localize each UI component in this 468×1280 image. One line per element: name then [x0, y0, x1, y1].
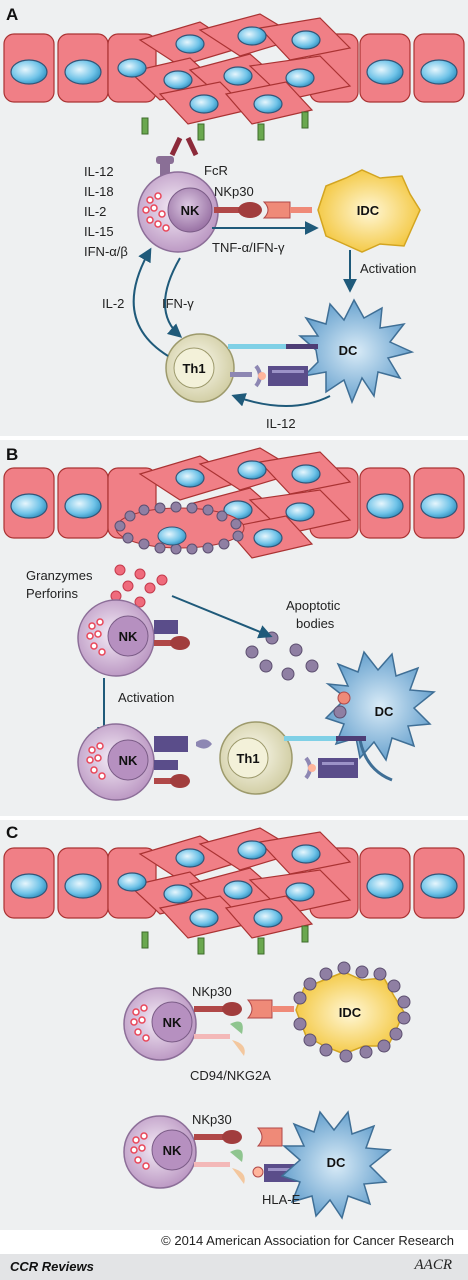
svg-text:IFN-α/β: IFN-α/β: [84, 244, 128, 259]
panel-letter: A: [6, 5, 18, 24]
hlae-label: HLA-E: [262, 1192, 301, 1207]
th1-label: Th1: [236, 751, 259, 766]
nkp30-label-top: NKp30: [192, 984, 232, 999]
nk-label-bottom: NK: [119, 753, 138, 768]
epithelium: [3, 33, 465, 103]
fcr-receptor: [156, 136, 199, 180]
dc-label: DC: [375, 704, 394, 719]
arrow-nk-to-th1: [164, 257, 183, 338]
svg-text:IL-15: IL-15: [84, 224, 114, 239]
cytokine-list: IL-12 IL-18 IL-2 IL-15 IFN-α/β: [84, 164, 128, 259]
dc-label: DC: [327, 1155, 346, 1170]
idc-cell: [293, 961, 411, 1063]
granzymes-label: Granzymes: [26, 568, 93, 583]
apoptotic-label-1: Apoptotic: [286, 598, 341, 613]
copyright-text: © 2014 American Association for Cancer R…: [161, 1233, 454, 1248]
perforins-label: Perforins: [26, 586, 79, 601]
epithelium: [3, 467, 465, 539]
dc-cell: [298, 298, 415, 405]
tnf-label: TNF-α/IFN-γ: [212, 240, 285, 255]
arrow-to-apoptotic: [171, 595, 273, 639]
nk-label-bottom: NK: [163, 1143, 182, 1158]
il12-label: IL-12: [266, 416, 296, 431]
th1-dc-synapse: [284, 736, 366, 780]
panel-b-diagram: B: [3, 445, 465, 801]
dying-tumor-cell: [114, 501, 245, 555]
activation-label: Activation: [118, 690, 174, 705]
nk-cell: [137, 171, 219, 253]
nkp30-ligand-top: [246, 999, 294, 1019]
idc-cell: [317, 169, 421, 253]
arrow-th1-to-nk: [132, 247, 169, 357]
th1-cell: [196, 721, 293, 795]
nkp30-ligand-bottom: [256, 1127, 283, 1147]
tumor-mass: [107, 447, 359, 559]
th1-dc-synapse: [228, 344, 318, 388]
nk-cell-top: [123, 987, 245, 1061]
tumor-mass: [107, 13, 359, 125]
ifng-label: IFN-γ: [162, 296, 194, 311]
activation-label: Activation: [360, 261, 416, 276]
panel-letter: C: [6, 823, 18, 842]
idc-label: IDC: [357, 203, 380, 218]
apoptotic-bodies: [245, 631, 319, 681]
nkp30-label-bottom: NKp30: [192, 1112, 232, 1127]
tumor-ligands: [141, 111, 309, 141]
nk-cell-bottom: [77, 723, 190, 801]
nk-cell-top: [77, 599, 190, 677]
apoptotic-label-2: bodies: [296, 616, 335, 631]
panel-c: C NKp30: [0, 820, 468, 1230]
nkp30-label: NKp30: [214, 184, 254, 199]
panel-a-diagram: A IL-12: [3, 5, 465, 431]
phagocytosed-body: [333, 691, 351, 719]
th1-cell: [165, 333, 235, 403]
arrow-dc-to-th1: [231, 393, 331, 407]
svg-text:IL-12: IL-12: [84, 164, 114, 179]
nk-cell-bottom: [123, 1115, 245, 1189]
panel-a: A IL-12: [0, 0, 468, 436]
dc-cell: [280, 1110, 392, 1220]
nk-label-top: NK: [163, 1015, 182, 1030]
nk-label: NK: [181, 203, 200, 218]
aacr-logo: AACR: [414, 1257, 453, 1273]
tumor-mass: [107, 827, 359, 939]
footer-bar: CCR Reviews AACR: [0, 1254, 468, 1280]
epithelium: [3, 847, 465, 919]
nkp30-receptor: [214, 201, 312, 219]
svg-text:IL-18: IL-18: [84, 184, 114, 199]
svg-text:IL-2: IL-2: [84, 204, 106, 219]
cd94-label: CD94/NKG2A: [190, 1068, 271, 1083]
th1-label: Th1: [182, 361, 205, 376]
tumor-ligands: [141, 925, 309, 955]
il2-label: IL-2: [102, 296, 124, 311]
idc-label: IDC: [339, 1005, 362, 1020]
panel-letter: B: [6, 445, 18, 464]
dc-label: DC: [339, 343, 358, 358]
journal-brand: CCR Reviews: [10, 1259, 94, 1274]
nk-label-top: NK: [119, 629, 138, 644]
panel-b: B: [0, 440, 468, 816]
panel-c-diagram: C NKp30: [3, 823, 465, 1220]
fcr-label: FcR: [204, 163, 228, 178]
